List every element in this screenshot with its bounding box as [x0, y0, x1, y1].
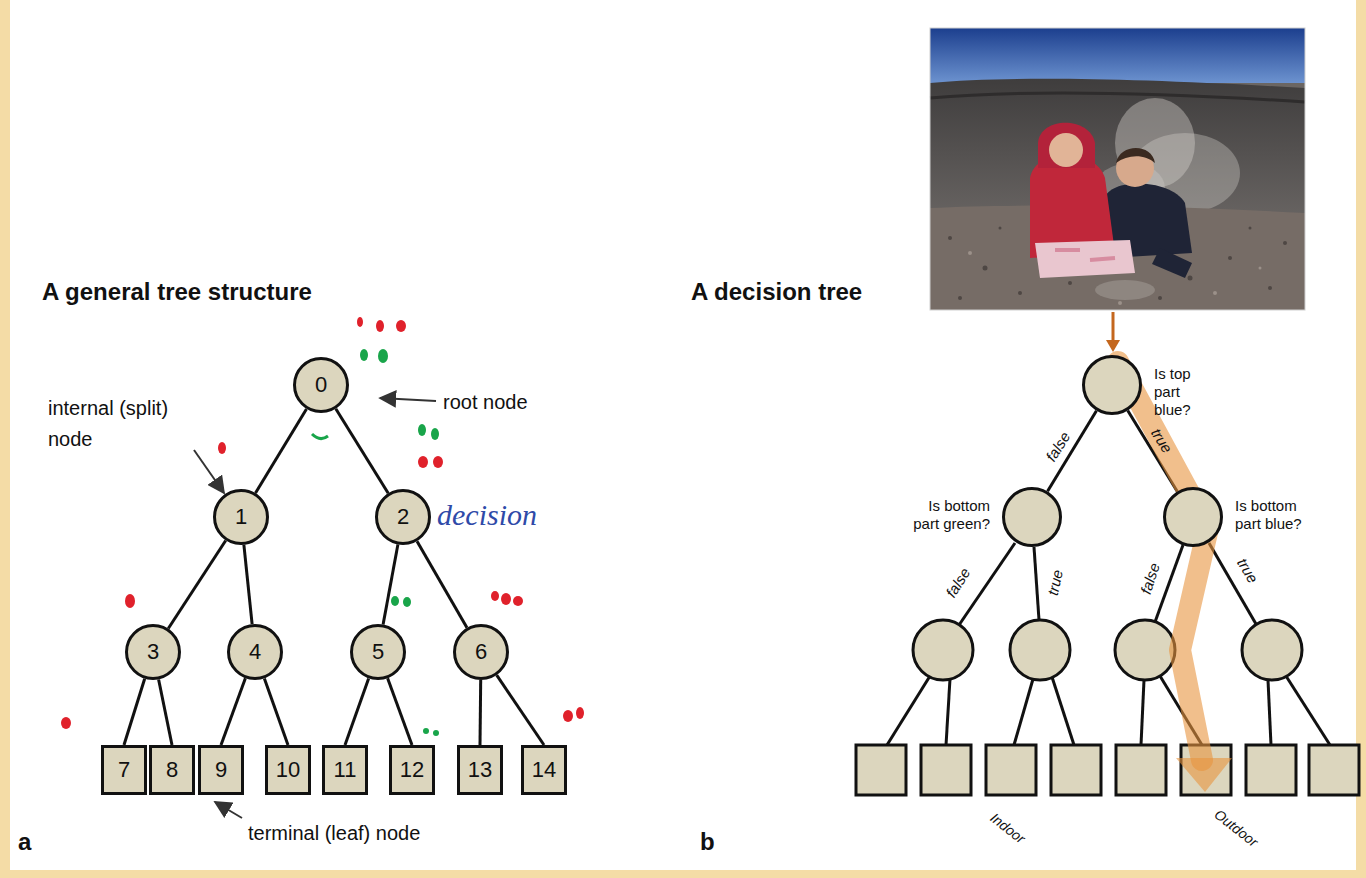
annotation-label: decision: [437, 498, 537, 532]
split-node: 4: [227, 624, 283, 680]
split-node: 5: [350, 624, 406, 680]
split-node: 0: [293, 357, 349, 413]
panel-label: b: [700, 828, 715, 856]
leaf-node: 13: [457, 745, 503, 795]
tree-edge: [256, 409, 307, 493]
node-outline: [1082, 355, 1142, 415]
split-node: 3: [125, 624, 181, 680]
tree-edge: [244, 545, 252, 624]
tree-edge: [479, 680, 483, 745]
tree-edge: [345, 678, 369, 745]
leaf-node: 9: [198, 745, 244, 795]
decision-node: Is bottom part blue?: [1163, 487, 1223, 547]
panel-label: a: [18, 828, 31, 856]
annotation-label: root node: [443, 391, 528, 414]
split-node: 2: [375, 489, 431, 545]
node-shape: [1165, 489, 1222, 546]
panel-label: A general tree structure: [42, 278, 312, 306]
annotation-label: terminal (leaf) node: [248, 822, 420, 845]
node-question: Is bottom part green?: [904, 497, 990, 533]
tree-edge: [336, 409, 388, 493]
tree-edge: [168, 540, 225, 628]
node-number: 8: [149, 745, 195, 795]
photo: [930, 28, 1305, 310]
panel-label: A decision tree: [691, 278, 862, 306]
node-number: 12: [389, 745, 435, 795]
node-number: 1: [213, 489, 269, 545]
tree-edge: [383, 545, 398, 625]
node-number: 0: [293, 357, 349, 413]
decision-tree-lines: [887, 543, 1330, 745]
annotation-dots: [61, 317, 584, 736]
node-shape: [1084, 357, 1141, 414]
leaf-node: 7: [101, 745, 147, 795]
tree-edge: [264, 678, 288, 745]
tree-edge: [124, 679, 145, 745]
leaf-node: 8: [149, 745, 195, 795]
node-question: Is bottom part blue?: [1235, 497, 1321, 533]
panel-ground: [10, 0, 1356, 870]
node-number: 9: [198, 745, 244, 795]
node-number: 3: [125, 624, 181, 680]
decision-node: Is top part blue?: [1082, 355, 1142, 415]
decision-tree-shapes: [856, 620, 1359, 795]
node-number: 2: [375, 489, 431, 545]
node-question: Is top part blue?: [1154, 365, 1220, 419]
annotation-label: internal (split) node: [48, 393, 213, 455]
split-node: 6: [453, 624, 509, 680]
tree-edge: [159, 679, 172, 745]
leaf-node: 14: [521, 745, 567, 795]
node-number: 14: [521, 745, 567, 795]
node-number: 6: [453, 624, 509, 680]
leaf-node: 12: [389, 745, 435, 795]
node-number: 11: [322, 745, 368, 795]
node-shape: [1004, 489, 1061, 546]
node-number: 7: [101, 745, 147, 795]
node-number: 13: [457, 745, 503, 795]
tree-edge: [417, 541, 467, 628]
leaf-node: 11: [322, 745, 368, 795]
node-number: 10: [265, 745, 311, 795]
node-outline: [1163, 487, 1223, 547]
leaf-node: 10: [265, 745, 311, 795]
node-number: 5: [350, 624, 406, 680]
decision-node: Is bottom part green?: [1002, 487, 1062, 547]
node-outline: [1002, 487, 1062, 547]
leader-arrows: [194, 398, 436, 818]
split-node: 1: [213, 489, 269, 545]
node-number: 4: [227, 624, 283, 680]
tree-edge: [388, 678, 412, 745]
tree-edge: [497, 675, 544, 745]
tree-edge: [221, 678, 245, 745]
